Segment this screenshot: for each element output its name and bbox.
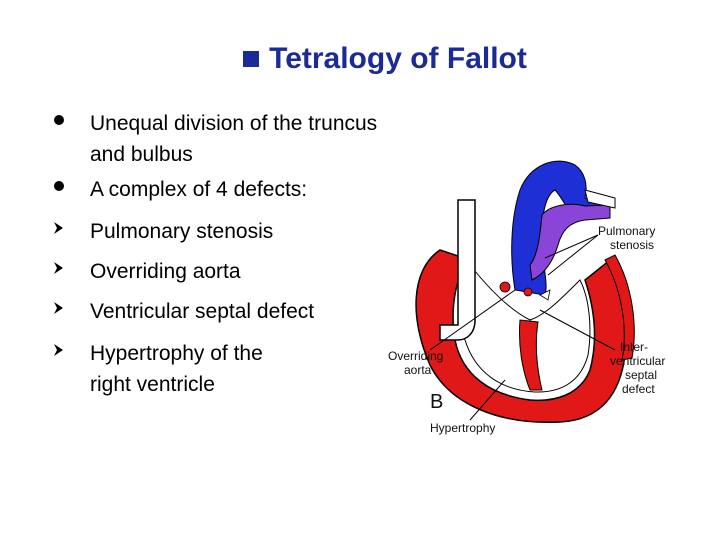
sub-bullet-item: Pulmonary stenosis [48,216,378,247]
sub-bullet-text: Overriding aorta [90,260,241,283]
sub-bullet-item: Hypertrophy of the right ventricle [48,338,308,400]
label-vsd-line2: ventricular [610,354,665,368]
sub-bullet-item: Ventricular septal defect [48,296,378,327]
square-bullet-icon [243,51,260,67]
septum [519,319,543,391]
label-overriding-line2: aorta [404,363,432,377]
bullet-text: Unequal division of the truncus and bulb… [90,112,378,166]
arrow-bullet-icon [48,261,70,275]
leader-lines [429,234,616,421]
label-vsd-line1: Inter- [620,340,648,354]
title-area: Tetralogy of Fallot [0,42,720,76]
label-hypertrophy: Hypertrophy [430,421,495,435]
sub-bullet-text: Pulmonary stenosis [90,220,274,243]
arrow-bullet-icon [48,301,70,315]
sub-bullet-text: Hypertrophy of the right ventricle [90,342,263,396]
pulmonary-trunk [529,203,611,281]
slide-title-text: Tetralogy of Fallot [269,42,527,75]
right-wall [604,254,635,361]
round-bullet-icon [48,181,70,191]
vena-cava [439,199,476,341]
bullet-item: Unequal division of the truncus and bulb… [48,108,378,170]
round-bullet-icon [48,115,70,125]
arrow-bullet-icon [48,343,70,357]
label-pulmonary-line1: Pulmonary [598,224,655,238]
label-overriding-line1: Overriding [388,349,443,363]
heart-diagram: Pulmonary stenosis Overriding aorta Inte… [388,160,665,435]
bullet-text: A complex of 4 defects: [90,178,308,201]
arrow-bullet-icon [48,221,70,235]
sub-bullet-text: Ventricular septal defect [90,300,315,323]
label-vsd-line3: septal [625,368,657,382]
bullet-item: A complex of 4 defects: [48,174,378,205]
sub-bullet-item: Overriding aorta [48,256,378,287]
valve-marks [499,281,551,301]
label-vsd-line4: defect [622,382,655,396]
label-pulmonary-line2: stenosis [610,238,654,252]
pulmonary-branch [584,189,616,209]
panel-label: B [430,391,443,413]
slide-title: Tetralogy of Fallot [243,42,527,76]
